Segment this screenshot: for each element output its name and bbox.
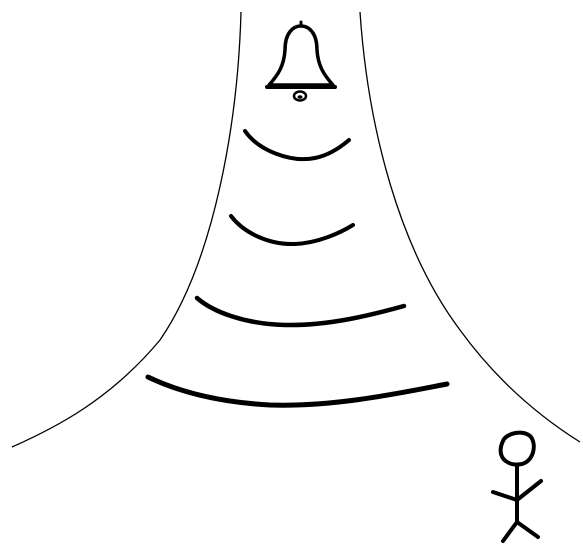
cone-left-edge (12, 12, 241, 447)
bell-icon (267, 22, 335, 101)
stick-figure-icon (493, 433, 541, 541)
sound-wave-2 (231, 216, 353, 244)
sound-wave-3 (197, 298, 404, 325)
person-head (501, 433, 534, 465)
cone-right-edge (360, 12, 580, 442)
person-legs (503, 522, 538, 541)
sound-waves (148, 131, 447, 405)
sound-wave-1 (245, 131, 349, 159)
sound-wave-4 (148, 377, 447, 405)
